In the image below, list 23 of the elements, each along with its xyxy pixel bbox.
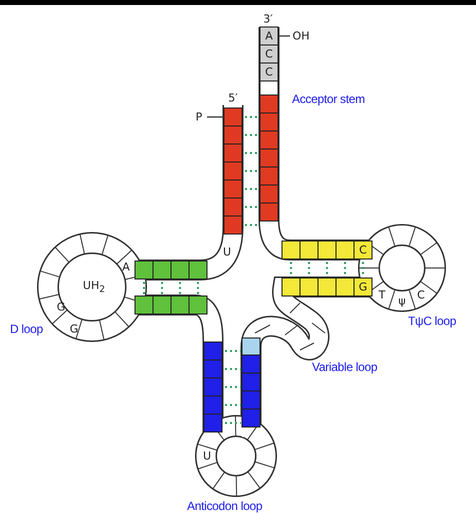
nucleotide-letter: U <box>202 450 212 462</box>
region-label: Acceptor stem <box>292 93 365 105</box>
nucleotide-letter: C <box>265 66 273 78</box>
strand-end-label: 5′ <box>228 92 238 104</box>
region-label: D loop <box>10 323 43 335</box>
nucleotide-letter: U <box>222 246 232 258</box>
nucleotide-letter: G <box>358 282 368 292</box>
nucleotide-letter: A <box>265 30 273 42</box>
region-label: Variable loop <box>312 361 378 373</box>
nucleotide-letter: UH$_{2}$ <box>82 280 106 294</box>
region-label: TψC loop <box>408 315 456 327</box>
nucleotide-letter: G <box>70 324 78 334</box>
nucleotide-letter: C <box>417 290 425 300</box>
strand-end-label: OH <box>292 30 310 42</box>
nucleotide-letter: C <box>265 48 273 60</box>
nucleotide-letter: G <box>56 302 66 312</box>
strand-end-label: P <box>196 112 202 122</box>
nucleotide-letter: ψ <box>398 296 406 306</box>
nucleotide-letter: C <box>359 244 367 256</box>
strand-end-label: 3′ <box>263 14 273 24</box>
nucleotide-letter: A <box>122 262 130 272</box>
nucleotide-letter: T <box>378 290 386 300</box>
region-label: Anticodon loop <box>187 500 262 512</box>
